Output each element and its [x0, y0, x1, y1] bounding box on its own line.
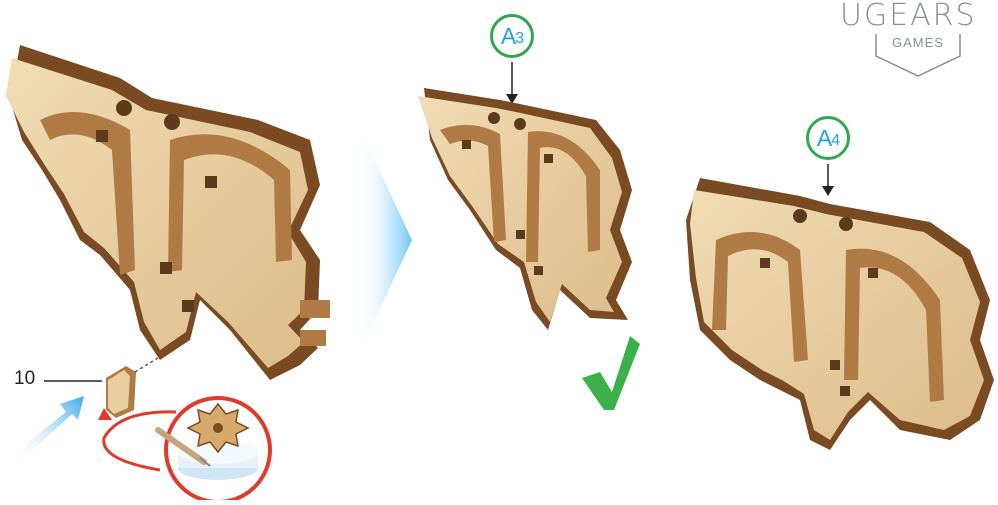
part-10-piece — [106, 358, 158, 418]
rotate-arrow-icon — [98, 408, 176, 470]
blue-arrow-icon — [12, 396, 84, 462]
badge-a4-number: 4 — [831, 132, 839, 150]
badge-a3-letter: A — [501, 23, 515, 50]
wooden-panel-a4 — [686, 164, 994, 450]
logo-brand: UGEARS — [840, 0, 977, 33]
blue-chevron-icon — [356, 120, 412, 360]
badge-a3-number: 3 — [515, 30, 523, 48]
part-number-label: 10 — [14, 368, 35, 390]
checkmark-icon — [582, 336, 640, 410]
ugears-logo: UGEARS GAMES — [840, 0, 998, 82]
wooden-panel-before — [6, 45, 330, 380]
logo-sub: GAMES — [892, 35, 944, 50]
badge-a4-letter: A — [817, 125, 831, 152]
wooden-panel-a3 — [418, 62, 632, 330]
